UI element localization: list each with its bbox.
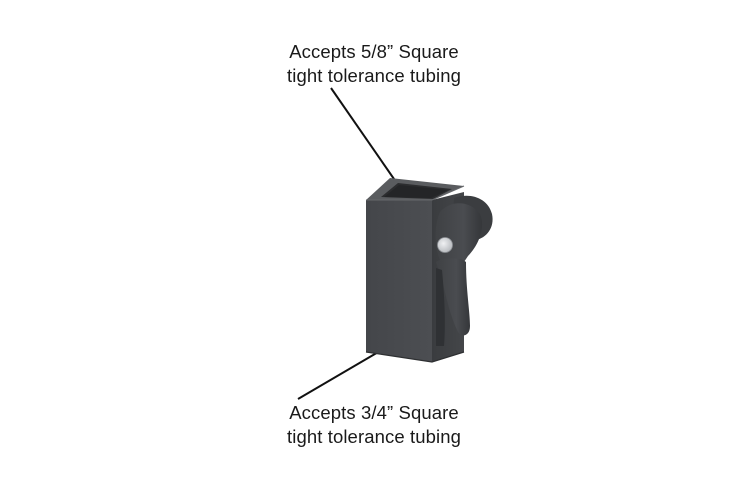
leader-line-bottom	[297, 350, 381, 400]
clamp-body	[365, 178, 465, 363]
cam-lever	[435, 195, 493, 346]
callout-bottom-line1: Accepts 3/4” Square	[289, 402, 459, 423]
callout-top-label: Accepts 5/8” Square tight tolerance tubi…	[244, 40, 504, 88]
pivot-pin-icon	[437, 237, 453, 253]
callout-bottom-label: Accepts 3/4” Square tight tolerance tubi…	[244, 401, 504, 449]
callout-top-line2: tight tolerance tubing	[287, 65, 461, 86]
callout-top-line1: Accepts 5/8” Square	[289, 41, 459, 62]
callout-bottom-line2: tight tolerance tubing	[287, 426, 461, 447]
leader-line-top	[330, 87, 395, 180]
